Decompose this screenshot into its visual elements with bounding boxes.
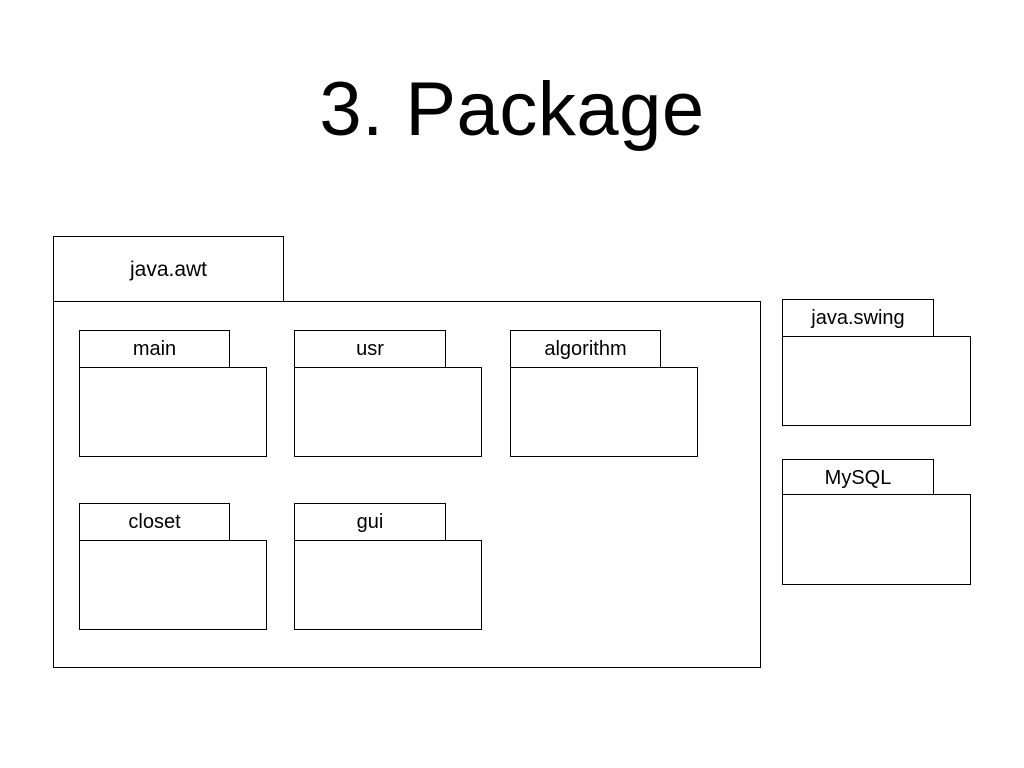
slide-title: 3. Package <box>319 67 705 152</box>
package-algorithm-tab: algorithm <box>510 330 661 368</box>
package-gui-tab: gui <box>294 503 446 541</box>
package-gui-body <box>294 540 482 630</box>
package-java-swing-body <box>782 336 971 426</box>
package-mysql-tab: MySQL <box>782 459 934 497</box>
package-java-swing-tab: java.swing <box>782 299 934 337</box>
package-closet-tab: closet <box>79 503 230 541</box>
package-java-awt-tab: java.awt <box>53 236 284 302</box>
package-main-tab: main <box>79 330 230 368</box>
package-closet-body <box>79 540 267 630</box>
package-usr-body <box>294 367 482 457</box>
package-main-body <box>79 367 267 457</box>
package-algorithm-body <box>510 367 698 457</box>
package-mysql-body <box>782 494 971 585</box>
package-usr-tab: usr <box>294 330 446 368</box>
